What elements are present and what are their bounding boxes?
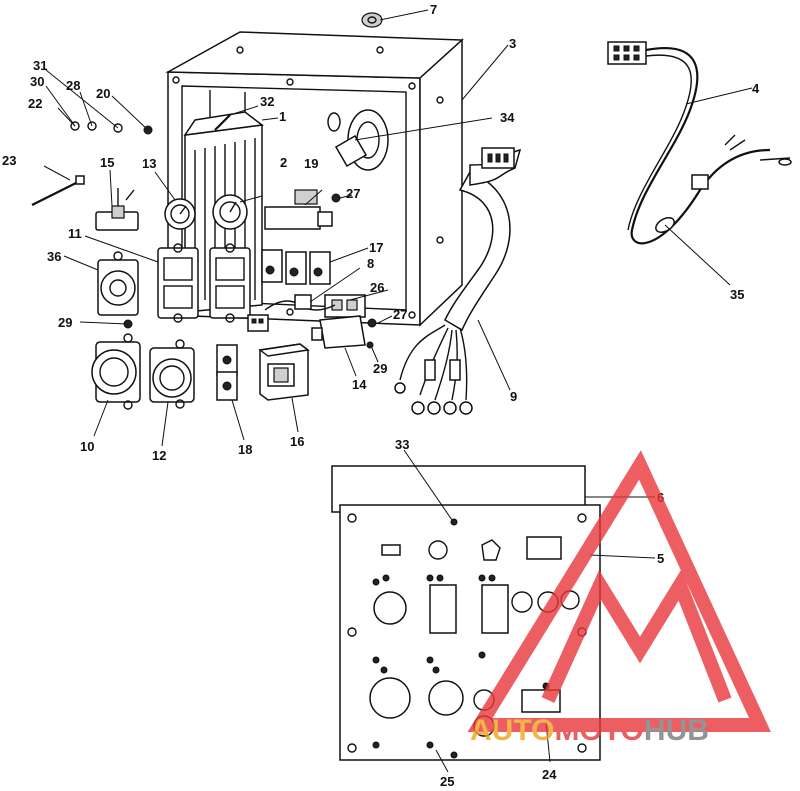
duplex-receptacle-11b [209, 243, 251, 323]
callout-4: 4 [752, 81, 760, 96]
svg-text:AUTOMOTOHUB: AUTOMOTOHUB [470, 714, 709, 747]
callout-9: 9 [510, 389, 517, 404]
callout-28: 28 [66, 78, 80, 93]
callout-36: 36 [47, 249, 61, 264]
callout-32: 32 [260, 94, 274, 109]
callout-labels: 1 2 3 4 5 6 7 8 9 10 11 12 13 14 15 16 1… [2, 2, 760, 789]
terminal-blocks-17 [261, 249, 331, 285]
callout-24: 24 [542, 767, 557, 782]
terminal-18 [216, 344, 238, 401]
brand-hub: HUB [644, 714, 709, 747]
gauge-2 [212, 194, 248, 230]
callout-23: 23 [2, 153, 16, 168]
callout-12: 12 [152, 448, 166, 463]
nut-29b [366, 341, 374, 349]
contactor-14 [311, 315, 366, 349]
callout-22: 22 [28, 96, 42, 111]
screw-27b [367, 318, 377, 328]
callout-30: 30 [30, 74, 44, 89]
connector-26 [324, 294, 366, 318]
callout-27b: 27 [393, 307, 407, 322]
screw-32 [214, 114, 231, 131]
callout-29a: 29 [58, 315, 72, 330]
watermark-logo: AUTOMOTOHUB [467, 450, 771, 747]
wire-harness-4 [607, 41, 792, 245]
callout-20: 20 [96, 86, 110, 101]
brand-moto: MOTO [554, 714, 643, 747]
breaker-knob-34 [327, 109, 389, 171]
callout-26: 26 [370, 280, 384, 295]
grommet-7 [361, 12, 383, 28]
duplex-receptacle-11a [157, 243, 199, 323]
callout-17: 17 [369, 240, 383, 255]
callout-1: 1 [279, 109, 286, 124]
receptacle-12 [149, 339, 195, 409]
brand-auto: AUTO [470, 714, 554, 747]
callout-8: 8 [367, 256, 374, 271]
screw-27a [331, 193, 341, 203]
callout-15: 15 [100, 155, 114, 170]
wiring-harness-8 [247, 294, 336, 332]
relay-19 [264, 189, 333, 230]
hardware-20-22-28-30-31 [70, 121, 153, 135]
callout-5: 5 [657, 551, 664, 566]
callout-14: 14 [352, 377, 367, 392]
callout-19: 19 [304, 156, 318, 171]
callout-29b: 29 [373, 361, 387, 376]
conduit-9 [394, 147, 522, 415]
receptacle-10 [91, 333, 141, 410]
breaker-16 [258, 343, 310, 401]
callout-25: 25 [440, 774, 454, 789]
cable-tie-23 [31, 175, 85, 206]
toggle-switch-15 [95, 188, 139, 231]
callout-35: 35 [730, 287, 744, 302]
callout-16: 16 [290, 434, 304, 449]
callout-18: 18 [238, 442, 252, 457]
gauge-13 [164, 198, 196, 230]
callout-34: 34 [500, 110, 515, 125]
callout-33: 33 [395, 437, 409, 452]
callout-10: 10 [80, 439, 94, 454]
callout-27a: 27 [346, 186, 360, 201]
callout-2: 2 [280, 155, 287, 170]
front-panel-5 [339, 504, 601, 761]
callout-31: 31 [33, 58, 47, 73]
callout-11: 11 [68, 226, 82, 241]
receptacle-36 [97, 251, 139, 316]
callout-3: 3 [509, 36, 516, 51]
callout-13: 13 [142, 156, 156, 171]
callout-7: 7 [430, 2, 437, 17]
